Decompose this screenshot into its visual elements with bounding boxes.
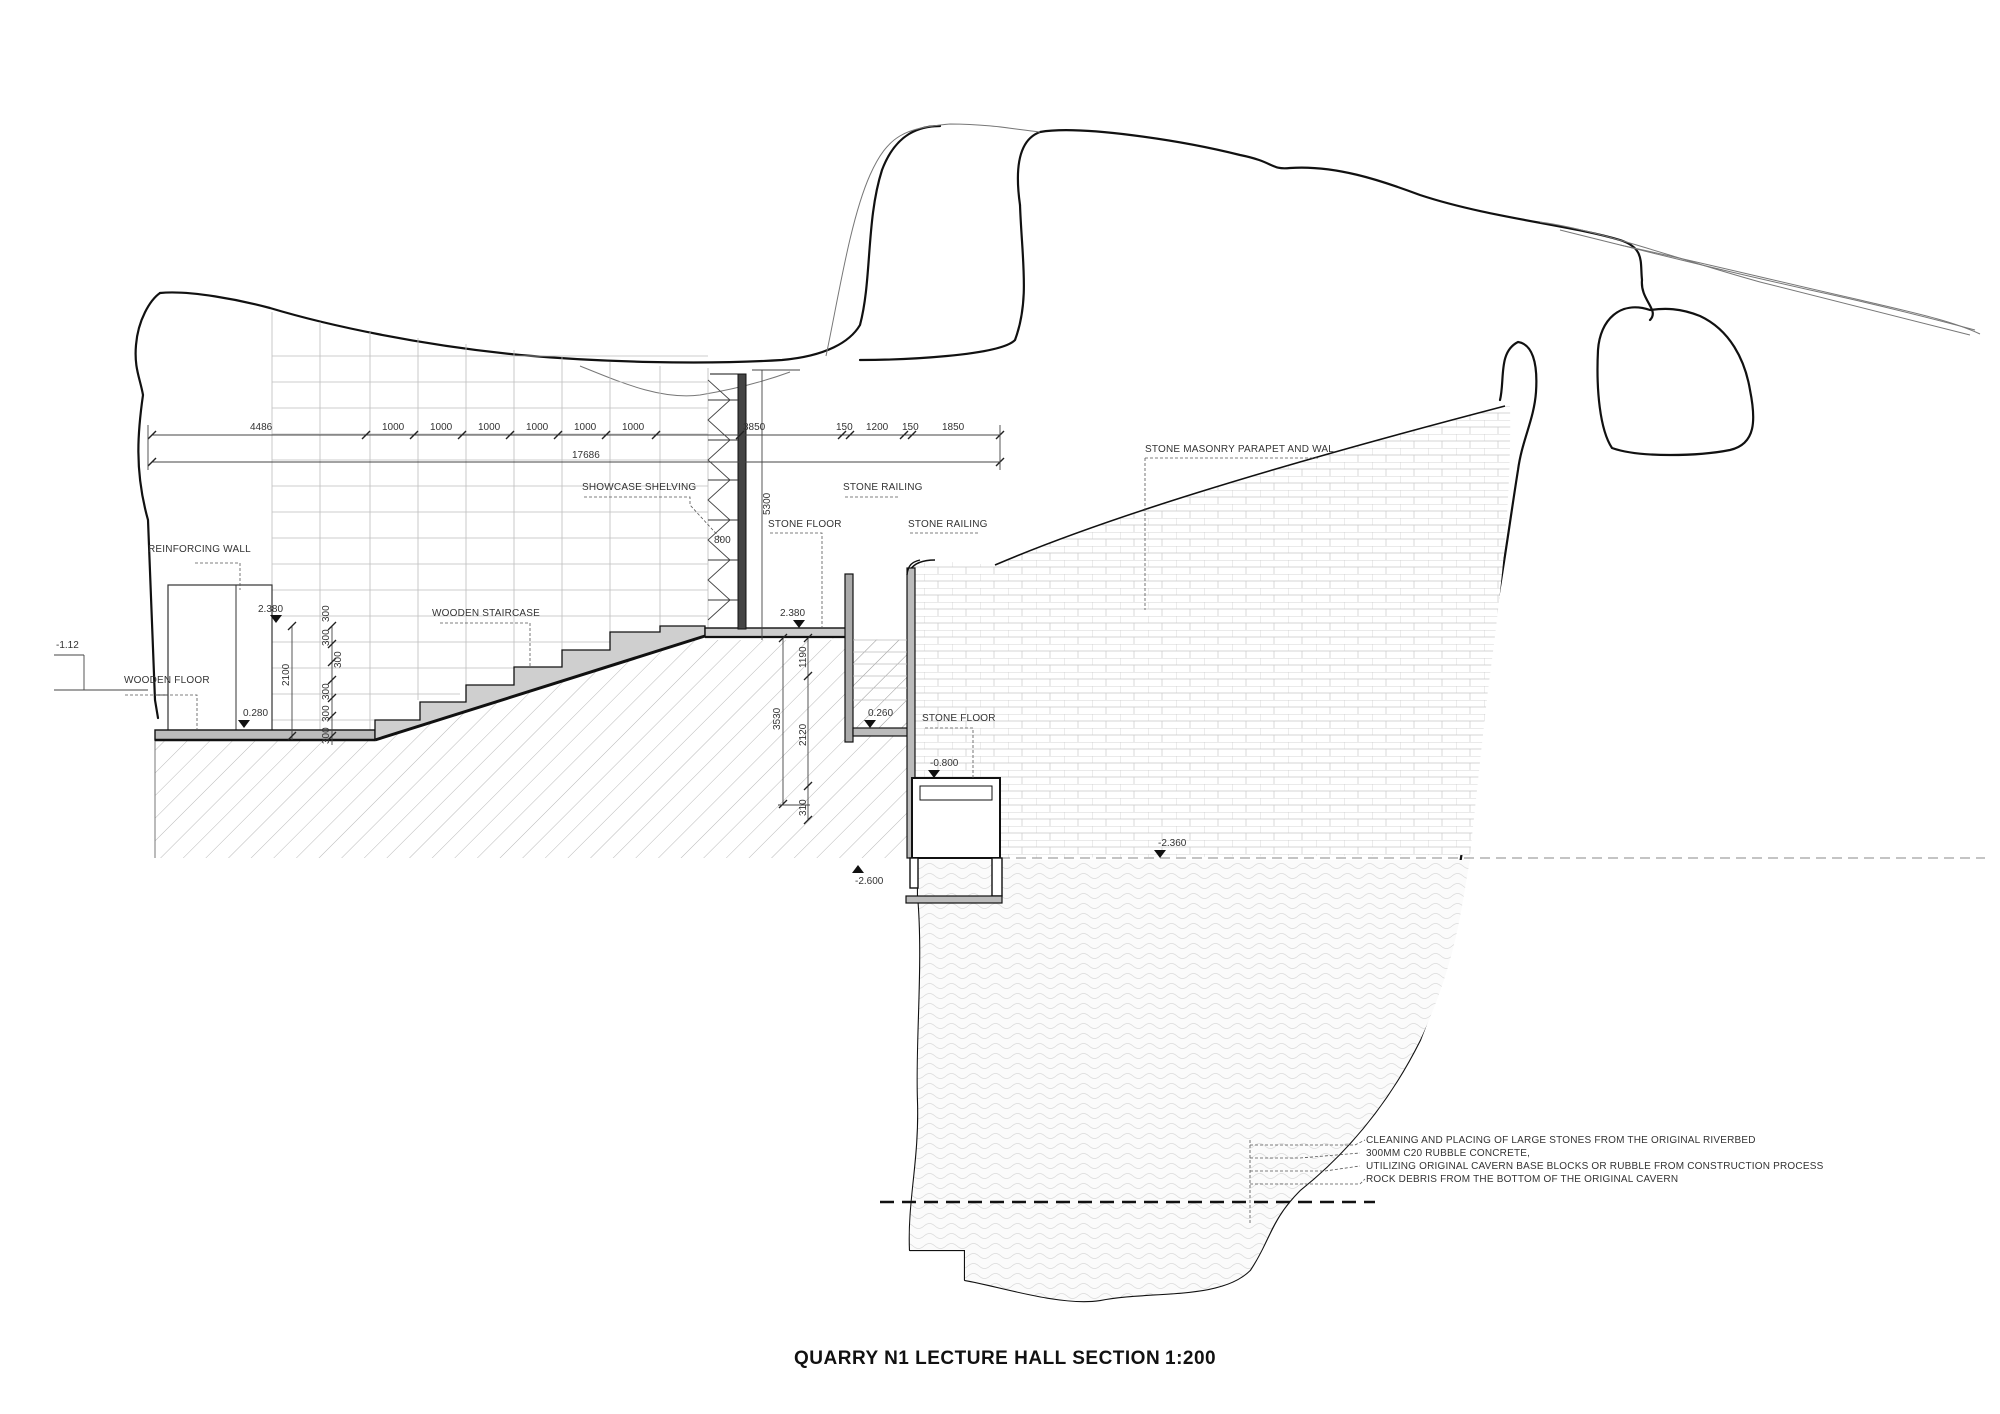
label-stone-floor-lower: STONE FLOOR bbox=[922, 713, 996, 724]
note-3: ROCK DEBRIS FROM THE BOTTOM OF THE ORIGI… bbox=[1366, 1174, 1678, 1185]
note-1: 300MM C20 RUBBLE CONCRETE, bbox=[1366, 1148, 1530, 1159]
dim-right-2: 150 bbox=[902, 422, 919, 433]
dim-top-0: 4486 bbox=[250, 422, 273, 433]
dim-800: 800 bbox=[714, 535, 731, 546]
level-neg0800: -0.800 bbox=[930, 758, 959, 769]
drawing-scale: 1:200 bbox=[1165, 1348, 1216, 1369]
dim-5300: 5300 bbox=[762, 492, 773, 515]
note-0: CLEANING AND PLACING OF LARGE STONES FRO… bbox=[1366, 1135, 1756, 1146]
dim-right-1: 1200 bbox=[866, 422, 889, 433]
dimension-text: 4486 1000 1000 1000 1000 1000 1000 17686… bbox=[250, 422, 965, 816]
dim-riser-4: 300 bbox=[321, 705, 332, 722]
stone-floor-upper bbox=[704, 627, 851, 639]
dim-riser-3: 300 bbox=[321, 683, 332, 700]
label-stone-masonry: STONE MASONRY PARAPET AND WAL bbox=[1145, 444, 1334, 455]
material-notes: CLEANING AND PLACING OF LARGE STONES FRO… bbox=[1366, 1135, 1824, 1185]
dim-riser-1: 300 bbox=[321, 629, 332, 646]
dim-riser-2: 300 bbox=[333, 651, 344, 668]
label-stone-railing-1: STONE RAILING bbox=[843, 482, 923, 493]
dim-top-2: 1000 bbox=[430, 422, 453, 433]
dim-top-5: 1000 bbox=[574, 422, 597, 433]
level-neg2360: -2.360 bbox=[1158, 838, 1187, 849]
level-text: -1.12 2.380 0.280 2.380 0.260 -0.800 -2.… bbox=[56, 604, 1187, 887]
label-showcase-shelving: SHOWCASE SHELVING bbox=[582, 482, 696, 493]
wooden-floor-slab bbox=[154, 729, 376, 742]
reinforcing-wall bbox=[155, 584, 273, 741]
level-2380-right: 2.380 bbox=[780, 608, 805, 619]
ground-hatch bbox=[154, 636, 910, 858]
dim-top-1: 1000 bbox=[382, 422, 405, 433]
dim-right-0: 150 bbox=[836, 422, 853, 433]
drawing-title: QUARRY N1 LECTURE HALL SECTION bbox=[794, 1348, 1160, 1369]
label-wooden-floor: WOODEN FLOOR bbox=[124, 675, 210, 686]
dim-top-3: 1000 bbox=[478, 422, 501, 433]
leader-lines bbox=[125, 457, 1366, 1225]
interior-grid bbox=[271, 312, 709, 740]
dim-310: 310 bbox=[798, 799, 809, 816]
dim-3850: 3850 bbox=[743, 422, 766, 433]
label-stone-railing-2: STONE RAILING bbox=[908, 519, 988, 530]
stone-railing-structure bbox=[844, 559, 1003, 904]
label-stone-floor-upper: STONE FLOOR bbox=[768, 519, 842, 530]
note-2: UTILIZING ORIGINAL CAVERN BASE BLOCKS OR… bbox=[1366, 1161, 1824, 1172]
dim-top-6: 1000 bbox=[622, 422, 645, 433]
level-0280: 0.280 bbox=[243, 708, 268, 719]
label-reinforcing-wall: REINFORCING WALL bbox=[148, 544, 251, 555]
level-neg112: -1.12 bbox=[56, 640, 79, 651]
dim-riser-5: 300 bbox=[321, 727, 332, 744]
dim-right-3: 1850 bbox=[942, 422, 965, 433]
dimension-lines bbox=[54, 369, 1005, 825]
rubble-fill bbox=[909, 860, 1470, 1302]
dim-top-4: 1000 bbox=[526, 422, 549, 433]
wooden-staircase bbox=[374, 625, 706, 742]
label-wooden-staircase: WOODEN STAIRCASE bbox=[432, 608, 540, 619]
text-labels: REINFORCING WALL WOODEN FLOOR WOODEN STA… bbox=[124, 444, 1334, 724]
dim-total: 17686 bbox=[572, 450, 600, 461]
dim-3530: 3530 bbox=[772, 707, 783, 730]
dim-1190: 1190 bbox=[798, 646, 809, 668]
dim-riser-0: 300 bbox=[321, 605, 332, 622]
showcase-shelving bbox=[707, 373, 747, 630]
level-markers bbox=[238, 615, 1166, 873]
level-2380-left: 2.380 bbox=[258, 604, 283, 615]
dim-2100: 2100 bbox=[281, 663, 292, 686]
level-0260: 0.260 bbox=[868, 708, 893, 719]
dim-2120: 2120 bbox=[798, 723, 809, 746]
level-neg2600: -2.600 bbox=[855, 876, 884, 887]
